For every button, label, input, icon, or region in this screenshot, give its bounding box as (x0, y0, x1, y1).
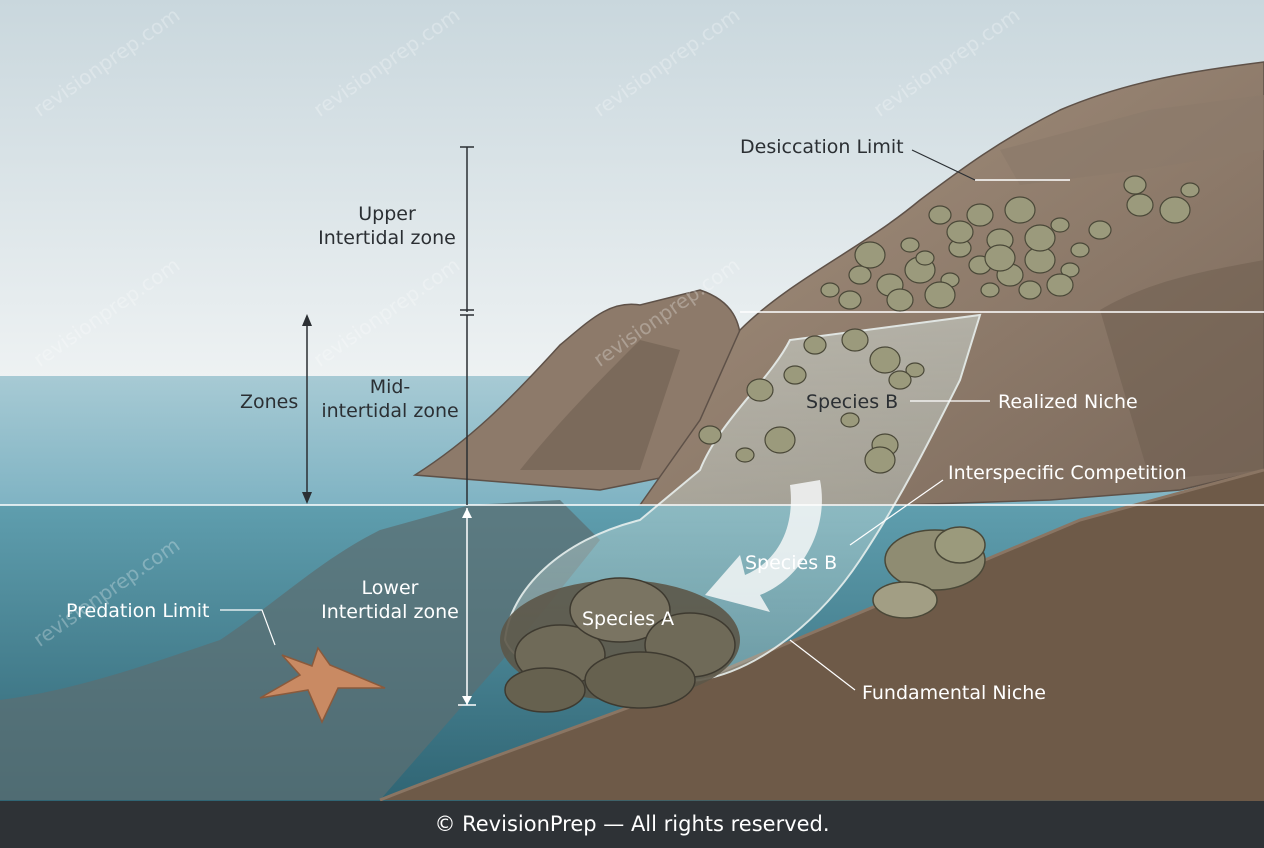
lower-zone-bar-arrow-up (462, 508, 472, 518)
upper-intertidal-zone-label: Upper Intertidal zone (318, 202, 456, 250)
left-rock-outcrop (412, 289, 742, 491)
barnacle (783, 365, 807, 385)
barnacle (841, 328, 869, 352)
realized-niche-label: Realized Niche (998, 391, 1138, 413)
barnacle (1050, 217, 1070, 233)
mid-intertidal-zone-label: Mid- intertidal zone (321, 375, 458, 423)
cliff-shade (1100, 260, 1264, 480)
barnacle (803, 335, 827, 355)
barnacle (840, 412, 860, 428)
copyright-footer: © RevisionPrep — All rights reserved. (0, 801, 1264, 848)
zones-arrow-down (302, 492, 312, 504)
barnacle (966, 203, 994, 227)
barnacle (984, 244, 1016, 272)
mid-zone-line-1: Mid- (369, 376, 411, 398)
species-b-lower-cluster (872, 526, 986, 619)
starfish (259, 646, 386, 724)
fundamental-niche-label: Fundamental Niche (862, 682, 1046, 704)
barnacle (1180, 182, 1200, 198)
barnacle (900, 237, 920, 253)
competition-leader (849, 479, 944, 546)
lower-zone-line-2: Intertidal zone (321, 601, 459, 623)
predation-limit-leader (220, 609, 276, 646)
barnacle (735, 447, 755, 463)
barnacle (848, 265, 872, 285)
barnacle (928, 205, 952, 225)
upper-zone-line-2: Intertidal zone (318, 227, 456, 249)
upper-zone-line-1: Upper (358, 203, 416, 225)
barnacle (905, 362, 925, 378)
barnacle (838, 290, 862, 310)
barnacle (980, 282, 1000, 298)
barnacle (820, 282, 840, 298)
underwater-rocks (0, 500, 600, 800)
lower-zone-line-1: Lower (361, 577, 419, 599)
species-a-label: Species A (582, 608, 675, 630)
lower-intertidal-zone-label: Lower Intertidal zone (321, 576, 459, 624)
species-a-cluster (500, 577, 740, 713)
barnacle (1024, 224, 1056, 252)
barnacle (915, 250, 935, 266)
barnacle (854, 241, 886, 269)
zones-arrow-up (302, 314, 312, 326)
barnacle (1159, 196, 1191, 224)
barnacle (1004, 196, 1036, 224)
species-b-upper-label: Species B (806, 391, 899, 413)
left-rock-shadow (520, 340, 680, 470)
barnacle (869, 346, 901, 374)
desiccation-leader (911, 149, 976, 181)
barnacle (1123, 175, 1147, 195)
barnacle (1046, 273, 1074, 297)
predation-limit-label: Predation Limit (66, 600, 210, 622)
barnacle-clusters (698, 175, 1200, 474)
barnacle (864, 446, 896, 474)
species-b-lower-label: Species B (745, 552, 838, 574)
zones-label: Zones (240, 391, 299, 413)
barnacle (946, 220, 974, 244)
barnacle (1070, 242, 1090, 258)
desiccation-limit-label: Desiccation Limit (740, 136, 904, 158)
barnacle (1126, 193, 1154, 217)
barnacle (698, 425, 722, 445)
cliff-ledge (1000, 95, 1264, 185)
competition-arrow (705, 480, 822, 612)
barnacle (1018, 280, 1042, 300)
barnacle (924, 281, 956, 309)
barnacle (886, 288, 914, 312)
barnacle (764, 426, 796, 454)
lower-zone-bar-arrow-down (462, 696, 472, 705)
barnacle (1060, 262, 1080, 278)
fundamental-niche-leader (789, 639, 856, 691)
interspecific-competition-label: Interspecific Competition (948, 462, 1187, 484)
mid-zone-line-2: intertidal zone (321, 400, 459, 422)
barnacle (1088, 220, 1112, 240)
barnacle (888, 370, 912, 390)
barnacle (746, 378, 774, 402)
